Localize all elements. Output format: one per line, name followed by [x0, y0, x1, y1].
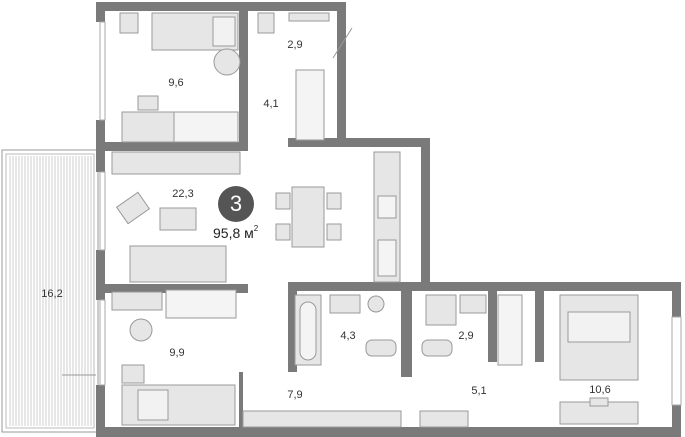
room-area-master-bedroom: 10,6 — [589, 384, 611, 396]
total-area-value: 95,8 — [213, 225, 241, 241]
area-unit-power: 2 — [253, 224, 259, 233]
room-area-balcony: 16,2 — [41, 288, 63, 300]
doors — [62, 27, 353, 376]
rooms-count-badge: 3 — [218, 186, 254, 222]
total-area: 95,8 м2 — [213, 224, 259, 241]
windows — [99, 21, 682, 406]
walls — [96, 2, 681, 437]
room-area-bedroom-1: 9,6 — [168, 77, 184, 89]
room-area-bathroom-2: 2,9 — [458, 330, 474, 342]
room-area-corridor-1: 4,1 — [263, 98, 279, 110]
total-area-unit: м — [244, 225, 254, 241]
room-area-bathroom-1: 4,3 — [340, 330, 356, 342]
balcony — [1, 149, 99, 433]
room-area-closet: 2,9 — [287, 39, 303, 51]
room-area-hall: 7,9 — [287, 389, 303, 401]
room-area-bedroom-2: 9,9 — [169, 347, 185, 359]
furniture — [111, 12, 639, 428]
balcony-railing — [9, 156, 92, 426]
room-area-living-kitchen: 22,3 — [172, 188, 194, 200]
room-area-corridor-2: 5,1 — [471, 385, 487, 397]
